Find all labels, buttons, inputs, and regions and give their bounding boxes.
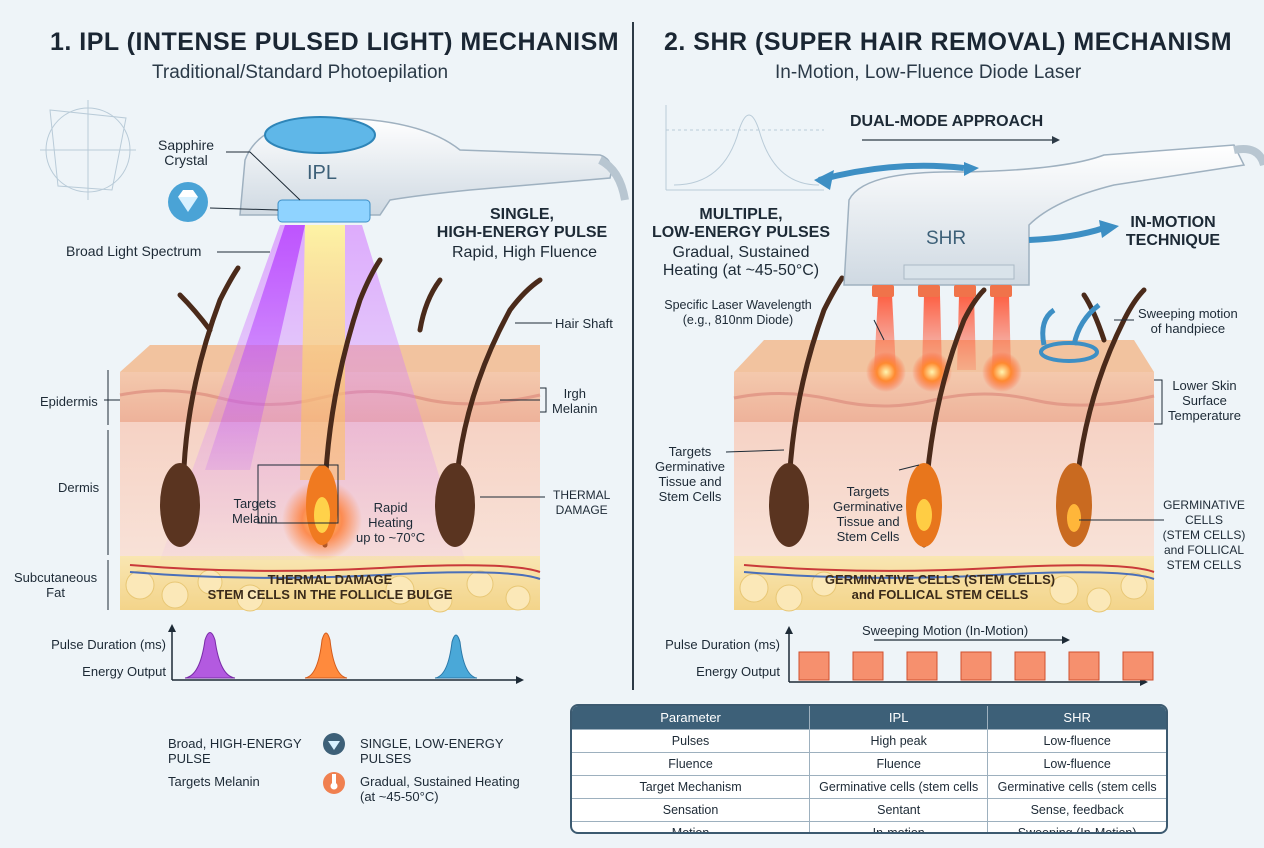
ipl-graph-ylabel-1: Pulse Duration (ms) bbox=[51, 637, 166, 652]
ipl-pulse-graph bbox=[168, 624, 524, 684]
in-motion-arrow bbox=[1028, 220, 1119, 243]
table-cell: Fluence bbox=[809, 752, 988, 776]
table-cell: Motion bbox=[572, 821, 810, 832]
ipl-device-label: IPL bbox=[307, 162, 338, 184]
table-cell: In-motion bbox=[809, 821, 988, 832]
section-divider bbox=[632, 22, 634, 690]
shr-subtitle: In-Motion, Low-Fluence Diode Laser bbox=[775, 62, 1082, 83]
thermometer-icon bbox=[323, 772, 345, 794]
single-pulse-heading: SINGLE,HIGH-ENERGY PULSE bbox=[436, 206, 608, 241]
sweeping-arrows-icon bbox=[1039, 303, 1101, 363]
table-row: Fluence Fluence Low-fluence bbox=[572, 752, 1166, 776]
shr-illustration bbox=[665, 105, 1264, 686]
ipl-beam-purple bbox=[205, 225, 305, 470]
table-cell: Sweeping (In-Motion) bbox=[987, 821, 1166, 832]
shr-bottom-banner: GERMINATIVE CELLS (STEM CELLS)and FOLLIC… bbox=[824, 572, 1056, 602]
hair-shaft-label: Hair Shaft bbox=[555, 316, 613, 331]
ipl-handpiece bbox=[239, 116, 629, 223]
legend-item-3-title: Gradual, Sustained Heating(at ~45-50°C) bbox=[360, 774, 520, 804]
table-row: Pulses High peak Low-fluence bbox=[572, 729, 1166, 753]
shr-pulse-bar bbox=[960, 651, 992, 681]
table-header-shr: SHR bbox=[987, 706, 1166, 730]
table-cell: Fluence bbox=[572, 752, 810, 776]
shr-pulse-graph bbox=[785, 626, 1154, 686]
table-cell: Sentant bbox=[809, 798, 988, 822]
table-cell: Sense, feedback bbox=[987, 798, 1166, 822]
ipl-illustration bbox=[40, 100, 629, 684]
wavelength-label: Specific Laser Wavelength(e.g., 810nm Di… bbox=[664, 298, 812, 327]
table-cell: Germinative cells (stem cells bbox=[987, 775, 1166, 799]
dermis-label: Dermis bbox=[58, 480, 100, 495]
shr-pulse-bar bbox=[1068, 651, 1100, 681]
shr-device-label: SHR bbox=[926, 228, 967, 249]
ipl-beam-yellow bbox=[300, 225, 345, 480]
shr-pulse-bar bbox=[852, 651, 884, 681]
table-header-ipl: IPL bbox=[809, 706, 988, 730]
legend-icons bbox=[323, 733, 345, 794]
table-cell: Low-fluence bbox=[987, 752, 1166, 776]
shr-pulse-bar bbox=[1122, 651, 1154, 681]
shr-graph-title: Sweeping Motion (In-Motion) bbox=[862, 623, 1029, 638]
shr-title: 2. SHR (SUPER HAIR REMOVAL) MECHANISM bbox=[664, 28, 1233, 56]
comparison-table: Parameter IPL SHR Pulses High peak Low-f… bbox=[570, 704, 1168, 834]
shr-graph-ylabel-1: Pulse Duration (ms) bbox=[665, 637, 780, 652]
shr-follicles bbox=[769, 463, 809, 547]
table-header-row: Parameter IPL SHR bbox=[572, 706, 1166, 730]
table-cell: High peak bbox=[809, 729, 988, 753]
dual-mode-arrows bbox=[814, 136, 1060, 190]
multiple-pulses-heading: MULTIPLE,LOW-ENERGY PULSES bbox=[651, 206, 831, 241]
table-cell: Germinative cells (stem cells bbox=[809, 775, 988, 799]
shr-laser-beams bbox=[866, 295, 1022, 392]
single-pulse-sub: Rapid, High Fluence bbox=[452, 244, 597, 261]
table-cell: Target Mechanism bbox=[572, 775, 810, 799]
shr-pulse-bar bbox=[906, 651, 938, 681]
shr-handpiece bbox=[843, 144, 1264, 297]
broad-spectrum-label: Broad Light Spectrum bbox=[66, 243, 202, 259]
table-row: Motion In-motion Sweeping (In-Motion) bbox=[572, 821, 1166, 832]
legend-item-1-sub: Targets Melanin bbox=[168, 774, 260, 789]
dual-mode-label: DUAL-MODE APPROACH bbox=[850, 113, 1044, 130]
ipl-title: 1. IPL (INTENSE PULSED LIGHT) MECHANISM bbox=[50, 28, 620, 56]
geometry-sketch-icon bbox=[40, 100, 136, 200]
table-row: Sensation Sentant Sense, feedback bbox=[572, 798, 1166, 822]
table-header-parameter: Parameter bbox=[572, 706, 810, 730]
shr-pulse-bar bbox=[798, 651, 830, 681]
ipl-subtitle: Traditional/Standard Photoepilation bbox=[152, 62, 449, 83]
diamond-icon bbox=[168, 182, 208, 222]
table-cell: Pulses bbox=[572, 729, 810, 753]
shr-graph-ylabel-2: Energy Output bbox=[696, 664, 780, 679]
shr-pulse-bar bbox=[1014, 651, 1046, 681]
table-row: Target Mechanism Germinative cells (stem… bbox=[572, 775, 1166, 799]
epidermis-label: Epidermis bbox=[40, 394, 98, 409]
ipl-graph-ylabel-2: Energy Output bbox=[82, 664, 166, 679]
diamond-badge-icon bbox=[323, 733, 345, 755]
bell-curve-sketch-icon bbox=[665, 105, 824, 191]
table-cell: Low-fluence bbox=[987, 729, 1166, 753]
ipl-follicles bbox=[160, 463, 475, 547]
table-cell: Sensation bbox=[572, 798, 810, 822]
